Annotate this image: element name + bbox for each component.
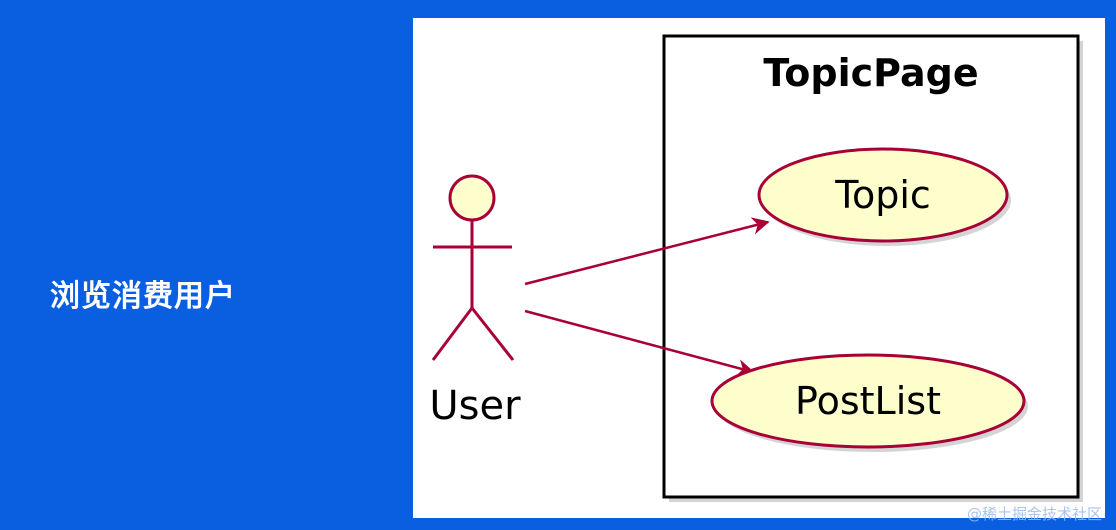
actor-head [448,174,496,222]
use-case-postlist: PostList [710,353,1028,452]
actor-left-leg [431,307,474,361]
system-title: TopicPage [763,51,978,95]
association-arrow-topic [524,217,770,286]
association-arrow-postlist [524,309,755,377]
use-case-postlist-label: PostList [795,379,941,423]
use-case-topic-ellipse [757,147,1009,243]
use-case-topic: Topic [757,147,1011,246]
use-case-postlist-ellipse [710,353,1026,449]
use-case-diagram: TopicPage User Topic PostList [429,34,1083,502]
actor-user: User [429,174,521,429]
watermark: @稀土掘金技术社区 [966,505,1102,523]
side-label: 浏览消费用户 [50,279,236,314]
use-case-topic-label: Topic [834,173,931,217]
actor-label: User [429,383,521,429]
actor-right-leg [470,307,515,361]
diagram-canvas: TopicPage User Topic PostList [413,18,1105,518]
